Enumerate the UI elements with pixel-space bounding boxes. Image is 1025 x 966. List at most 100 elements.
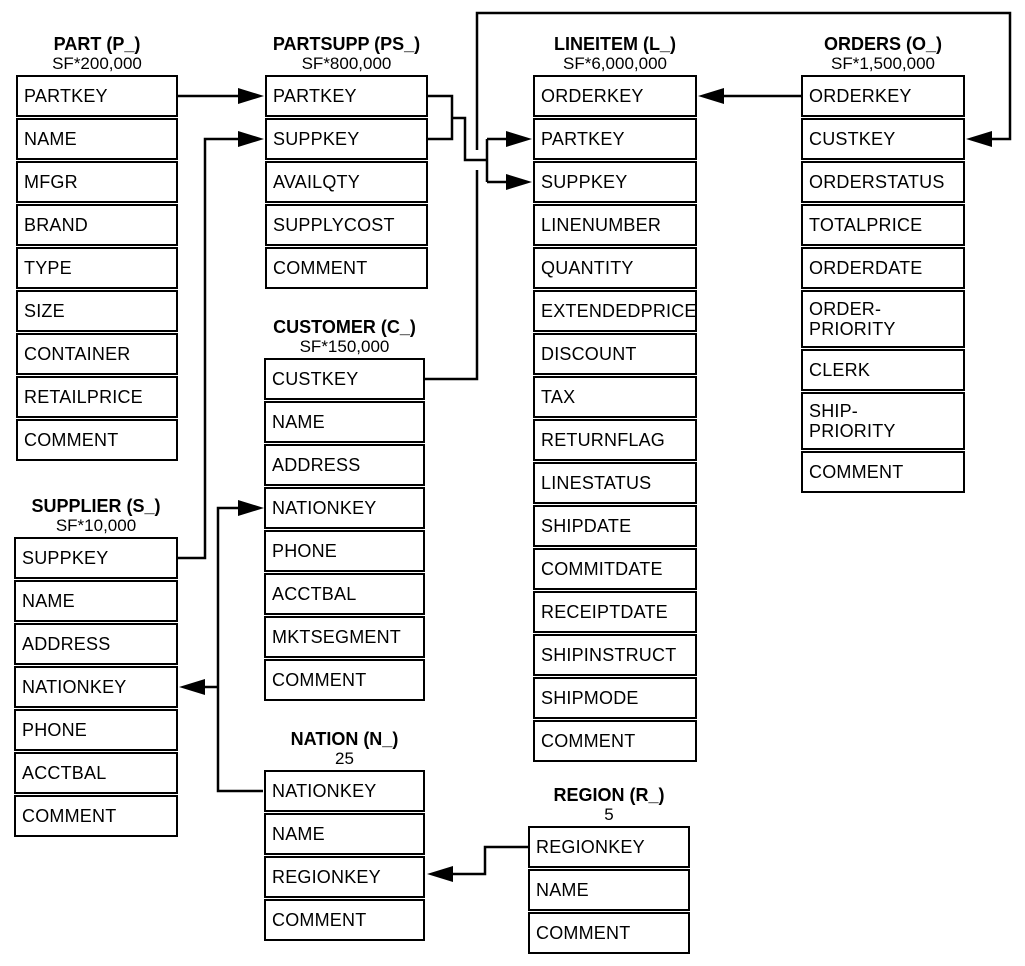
table-supplier-title: SUPPLIER (S_) [31,496,161,516]
column-row: CUSTKEY [264,358,425,400]
column-row: SUPPLYCOST [265,204,428,246]
column-row: CUSTKEY [801,118,965,160]
column-row: RECEIPTDATE [533,591,697,633]
arrowhead-right-icon [238,500,264,516]
column-row: SUPPKEY [533,161,697,203]
column-row: RETAILPRICE [16,376,178,418]
column-row: COMMENT [528,912,690,954]
column-row: SUPPKEY [14,537,178,579]
table-orders-title: ORDERS (O_) [823,34,942,54]
column-row: SUPPKEY [265,118,428,160]
table-part-title: PART (P_) [53,34,141,54]
column-row: ACCTBAL [264,573,425,615]
column-row: REGIONKEY [528,826,690,868]
column-row: NAME [16,118,178,160]
column-row: TAX [533,376,697,418]
table-orders-cardinality: SF*1,500,000 [831,54,935,73]
column-row: AVAILQTY [265,161,428,203]
column-row: NATIONKEY [14,666,178,708]
column-row: DISCOUNT [533,333,697,375]
arrowhead-right-icon [506,131,532,147]
column-row: REGIONKEY [264,856,425,898]
column-row: COMMENT [16,419,178,461]
column-row: MFGR [16,161,178,203]
column-row: SHIPDATE [533,505,697,547]
column-row: COMMENT [265,247,428,289]
fk-part-partsupp-arrow [178,88,264,104]
column-row: LINENUMBER [533,204,697,246]
column-row: EXTENDEDPRICE [533,290,697,332]
column-row: PARTKEY [265,75,428,117]
column-row: ORDERSTATUS [801,161,965,203]
table-region-cardinality: 5 [604,805,614,824]
table-customer-cardinality: SF*150,000 [299,337,390,356]
column-row: PHONE [14,709,178,751]
column-row: ORDERDATE [801,247,965,289]
arrowhead-left-icon [179,679,205,695]
column-row: ACCTBAL [14,752,178,794]
column-row: TYPE [16,247,178,289]
column-row: COMMENT [533,720,697,762]
fk-partsupp-lineitem-arrows [428,94,532,190]
column-row: CONTAINER [16,333,178,375]
table-nation-cardinality: 25 [335,749,354,768]
column-row: COMMENT [801,451,965,493]
fk-orders-lineitem-arrow [698,88,801,104]
column-row: NATIONKEY [264,770,425,812]
column-row: PHONE [264,530,425,572]
column-row: SIZE [16,290,178,332]
column-row: NATIONKEY [264,487,425,529]
arrowhead-right-icon [238,131,264,147]
table-nation-title: NATION (N_) [290,729,399,749]
arrowhead-left-icon [427,866,453,882]
column-row: PARTKEY [16,75,178,117]
arrowhead-right-icon [238,88,264,104]
column-row: LINESTATUS [533,462,697,504]
table-lineitem-cardinality: SF*6,000,000 [563,54,667,73]
table-supplier-cardinality: SF*10,000 [55,516,137,535]
column-row: NAME [264,813,425,855]
arrowhead-left-icon [966,131,992,147]
column-row: RETURNFLAG [533,419,697,461]
column-row: MKTSEGMENT [264,616,425,658]
column-row: ADDRESS [264,444,425,486]
column-row: COMMENT [14,795,178,837]
column-row: COMMITDATE [533,548,697,590]
column-row: COMMENT [264,659,425,701]
column-row: ORDERKEY [533,75,697,117]
column-row: SHIPINSTRUCT [533,634,697,676]
fk-region-nation-arrow [427,845,528,882]
column-row: NAME [264,401,425,443]
column-row: CLERK [801,349,965,391]
column-row: BRAND [16,204,178,246]
arrowhead-left-icon [698,88,724,104]
column-row: SHIP- PRIORITY [801,392,965,450]
column-row: PARTKEY [533,118,697,160]
table-lineitem-title: LINEITEM (L_) [554,34,676,54]
column-row: TOTALPRICE [801,204,965,246]
column-row: NAME [528,869,690,911]
table-customer-title: CUSTOMER (C_) [273,317,416,337]
arrowhead-right-icon [506,174,532,190]
column-row: QUANTITY [533,247,697,289]
table-partsupp-cardinality: SF*800,000 [301,54,392,73]
column-row: NAME [14,580,178,622]
column-row: COMMENT [264,899,425,941]
table-region-title: REGION (R_) [553,785,665,805]
